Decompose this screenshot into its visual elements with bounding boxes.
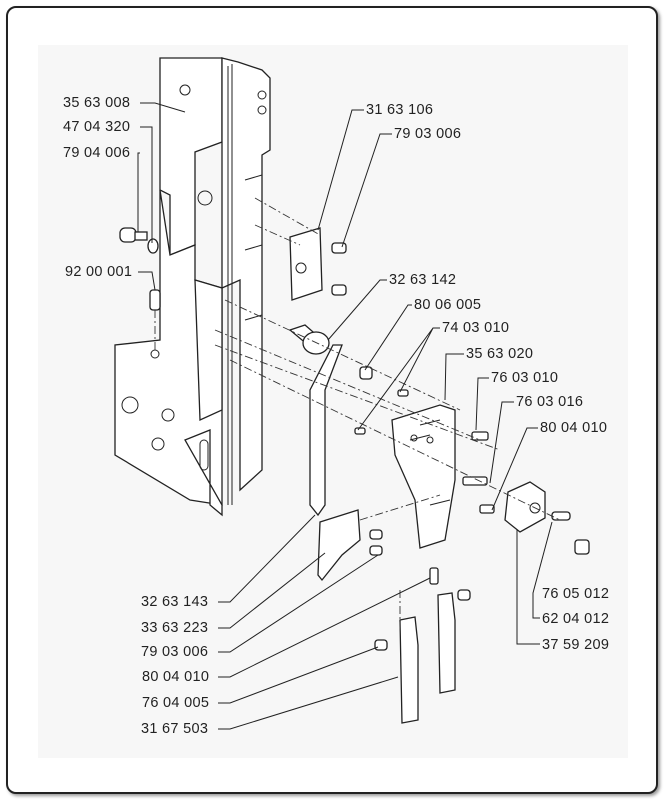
guide-plate-part: [317, 509, 439, 585]
leader-l17: [218, 514, 316, 603]
part-label-35-63-020: 35 63 020: [466, 346, 534, 362]
leader-l05: [317, 109, 364, 231]
leader-l08: [364, 304, 412, 371]
leader-l11: [475, 377, 489, 431]
part-label-76-03-010: 76 03 010: [491, 370, 559, 386]
part-label-35-63-008: 35 63 008: [63, 95, 131, 111]
leader-l09: [357, 327, 440, 431]
leader-l15: [532, 521, 553, 619]
part-label-76-03-016: 76 03 016: [516, 394, 584, 410]
leader-l12: [489, 401, 514, 484]
part-label-32-63-142: 32 63 142: [389, 272, 457, 288]
screw-and-washer: [119, 227, 161, 311]
part-label-79-04-006: 79 04 006: [63, 145, 131, 161]
toothed-part: [504, 481, 590, 555]
part-label-33-63-223: 33 63 223: [141, 620, 209, 636]
leader-l16: [516, 530, 540, 645]
shaft-and-rod-parts: [288, 324, 409, 517]
part-label-80-04-010-bottom: 80 04 010: [142, 669, 210, 685]
part-label-80-06-005: 80 06 005: [414, 297, 482, 313]
part-label-31-63-106: 31 63 106: [366, 102, 434, 118]
part-label-76-04-005: 76 04 005: [142, 695, 210, 711]
leader-l22: [218, 676, 399, 730]
assembly-axes: [154, 197, 561, 630]
leader-l06: [341, 133, 392, 248]
leader-l18: [218, 552, 326, 629]
leader-l07: [327, 279, 387, 341]
part-label-80-04-010-right: 80 04 010: [540, 420, 608, 436]
bar-parts: [374, 589, 471, 724]
leader-l21: [218, 646, 379, 704]
part-label-76-05-012: 76 05 012: [542, 586, 610, 602]
leader-l19: [218, 554, 379, 653]
part-label-79-03-006-bottom: 79 03 006: [141, 644, 209, 660]
leader-l04: [138, 271, 156, 291]
part-label-62-04-012: 62 04 012: [542, 611, 610, 627]
part-label-37-59-209: 37 59 209: [542, 637, 610, 653]
leader-l13: [491, 427, 538, 511]
main-column-part: [114, 57, 271, 517]
part-label-47-04-320: 47 04 320: [63, 119, 131, 135]
part-label-79-03-006-top: 79 03 006: [394, 126, 462, 142]
part-label-74-03-010: 74 03 010: [442, 320, 510, 336]
part-label-92-00-001: 92 00 001: [65, 264, 133, 280]
part-label-31-67-503: 31 67 503: [141, 721, 209, 737]
leader-l03: [137, 152, 140, 232]
leader-lines: [137, 102, 553, 730]
part-label-32-63-143: 32 63 143: [141, 594, 209, 610]
leader-l01: [140, 102, 186, 113]
plate-part: [289, 227, 347, 301]
leader-l20: [218, 577, 431, 678]
leader-l10: [444, 353, 464, 401]
leader-l02: [140, 126, 153, 243]
block-part: [391, 404, 495, 549]
